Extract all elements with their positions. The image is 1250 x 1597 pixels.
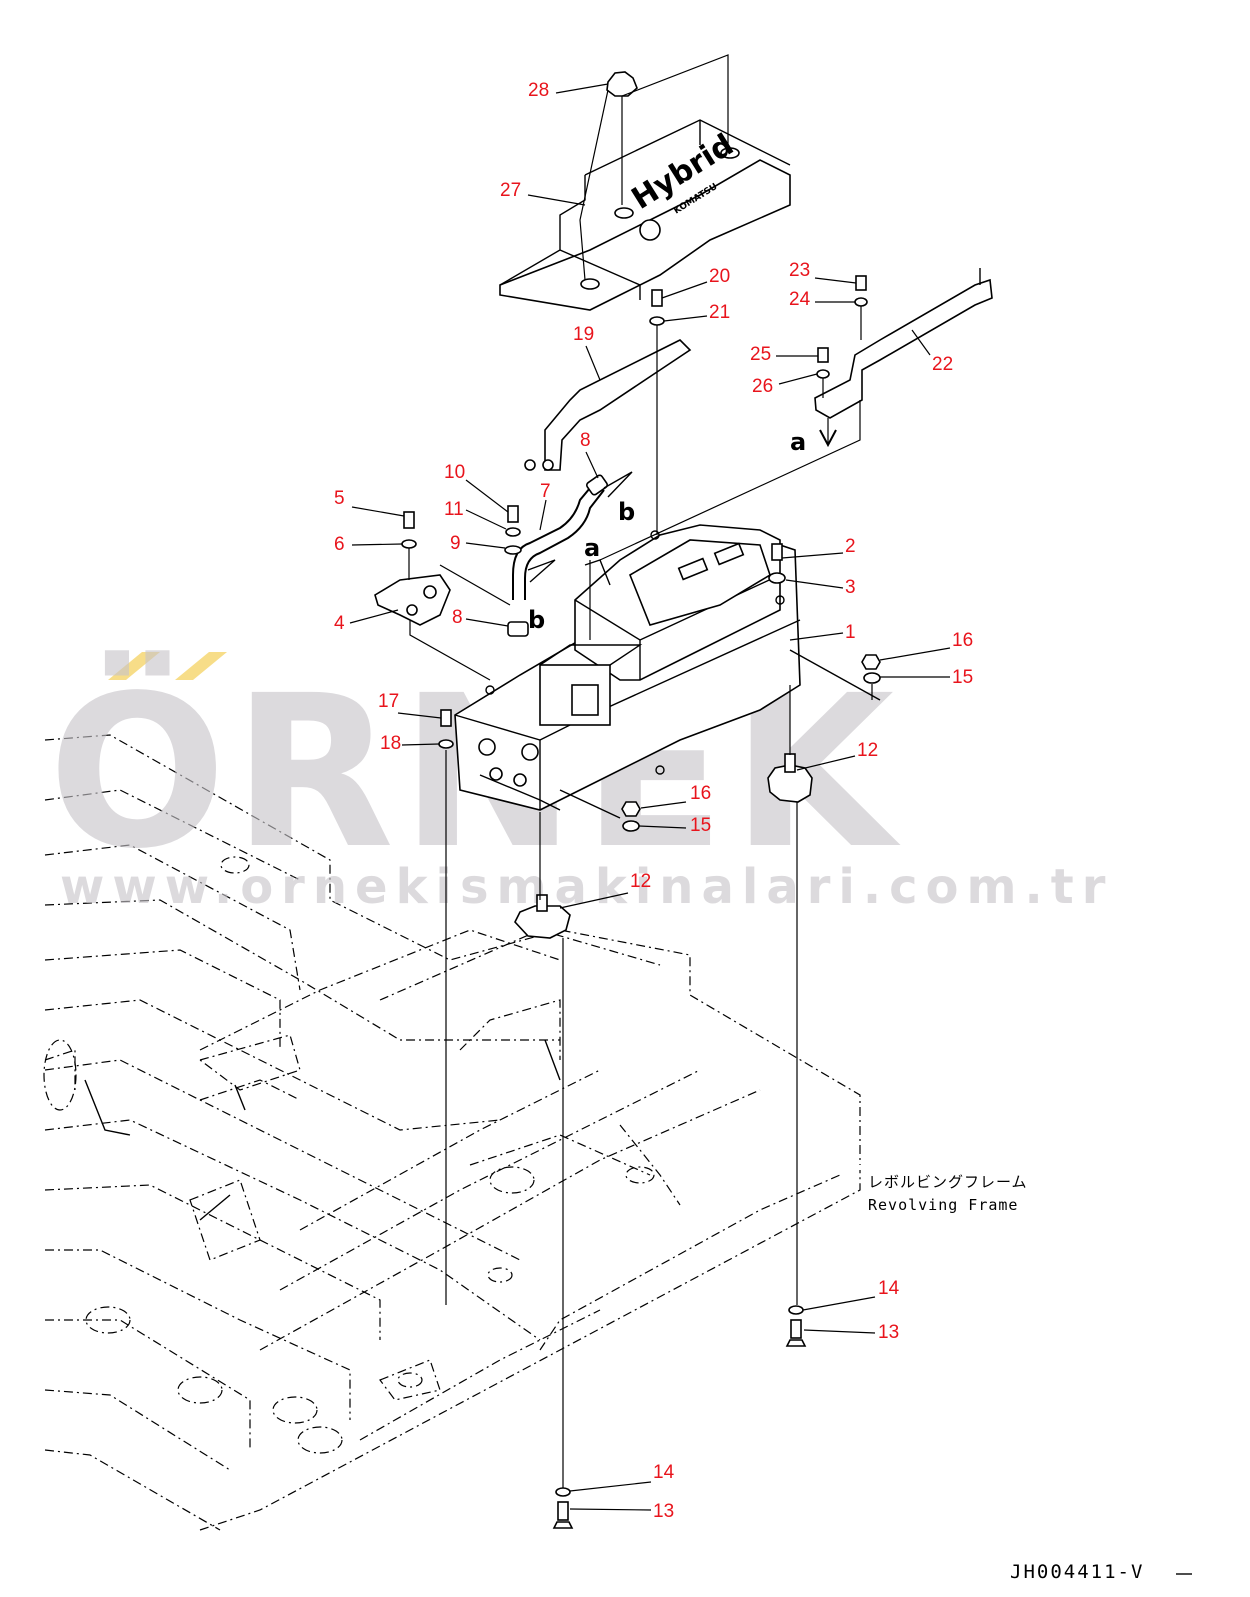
view-letter-a: a [584, 534, 600, 562]
hose-part-7 [507, 471, 633, 637]
callout-leaders [349, 83, 951, 1511]
main-unit-part-1 [454, 524, 881, 819]
callout-label: 20 [709, 266, 730, 287]
callout-label: 9 [450, 533, 461, 554]
bracket-part-4 [374, 564, 511, 681]
callout-numbers: 28 27 20 21 19 23 24 25 26 22 8 10 7 11 … [334, 80, 973, 1522]
callout-label: 27 [500, 180, 521, 201]
frame-label-en: Revolving Frame [868, 1196, 1018, 1214]
callout-label: 7 [540, 481, 551, 502]
callout-label: 11 [444, 499, 464, 520]
cap-part-28 [579, 54, 729, 281]
view-letter-a: a [790, 428, 806, 456]
hybrid-cover: Hybrid KOMATSU [499, 119, 791, 311]
watermark-umlaut-left [108, 652, 160, 680]
callout-label: 12 [857, 740, 878, 761]
bracket-part-22 [599, 268, 993, 561]
callout-label: 14 [653, 1462, 675, 1483]
view-letter-b: b [528, 606, 545, 634]
callout-label: 12 [630, 871, 651, 892]
fasteners [401, 275, 881, 1529]
view-letter-b: b [618, 498, 635, 526]
callout-label: 8 [580, 430, 591, 451]
mount-part-12-front [514, 894, 571, 939]
callout-label: 13 [653, 1501, 674, 1522]
watermark-umlaut-right [175, 652, 227, 680]
callout-label: 28 [528, 80, 549, 101]
bracket-part-19 [524, 339, 692, 471]
callout-label: 24 [789, 289, 811, 310]
callout-label: 26 [752, 376, 773, 397]
callout-label: 16 [690, 783, 711, 804]
callout-label: 16 [952, 630, 973, 651]
callout-label: 21 [709, 302, 730, 323]
callout-label: 19 [573, 324, 594, 345]
callout-label: 17 [378, 691, 399, 712]
callout-label: 6 [334, 534, 345, 555]
callout-label: 18 [380, 733, 401, 754]
drawing-code: JH004411-V [1010, 1561, 1144, 1583]
callout-label: 22 [932, 354, 953, 375]
callout-label: 8 [452, 607, 463, 628]
view-letters: a a b b [528, 428, 806, 640]
frame-label: レボルビングフレーム Revolving Frame [868, 1173, 1028, 1214]
callout-label: 14 [878, 1278, 900, 1299]
callout-label: 25 [750, 344, 771, 365]
revolving-frame [43, 734, 861, 1531]
callout-label: 2 [845, 536, 856, 557]
watermark-url: www.ornekismakinalari.com.tr [60, 859, 1113, 915]
callout-label: 10 [444, 462, 465, 483]
callout-label: 1 [845, 622, 856, 643]
callout-label: 3 [845, 577, 856, 598]
callout-label: 23 [789, 260, 810, 281]
callout-label: 4 [334, 613, 345, 634]
callout-label: 5 [334, 488, 345, 509]
frame-label-jp: レボルビングフレーム [868, 1173, 1028, 1191]
callout-label: 13 [878, 1322, 899, 1343]
callout-label: 15 [952, 667, 973, 688]
callout-label: 15 [690, 815, 711, 836]
